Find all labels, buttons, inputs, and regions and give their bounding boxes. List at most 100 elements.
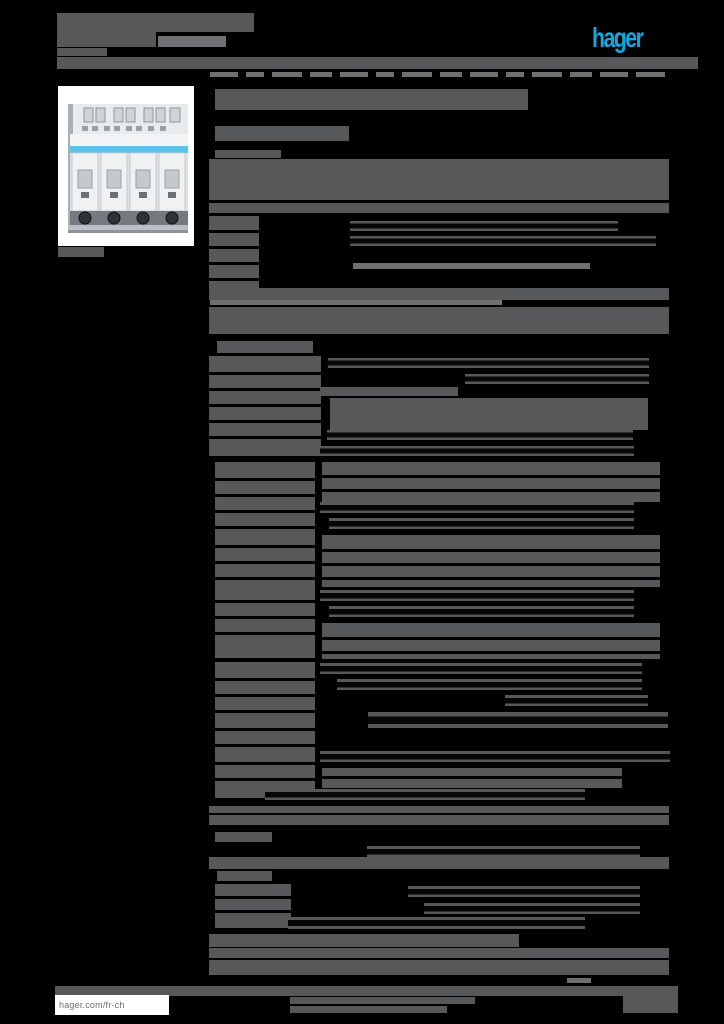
- value-streak: [505, 695, 648, 706]
- column-gap: [215, 577, 315, 580]
- column-gap: [215, 728, 315, 731]
- breadcrumb-segment: [272, 72, 302, 77]
- label-column-slab: [215, 884, 291, 928]
- breadcrumb-segment: [506, 72, 524, 77]
- column-gap: [209, 372, 321, 375]
- column-gap: [215, 510, 315, 513]
- heading-slab: [209, 307, 669, 334]
- column-gap: [209, 420, 321, 423]
- tiny-text-row: [210, 300, 502, 305]
- breadcrumb-segment: [210, 72, 238, 77]
- column-gap: [209, 262, 259, 265]
- value-streak: [265, 789, 585, 800]
- row-gap: [322, 475, 660, 478]
- column-gap: [215, 526, 315, 529]
- value-streak: [320, 751, 670, 762]
- column-gap: [209, 404, 321, 407]
- column-gap: [209, 278, 259, 281]
- text-row-bar: [320, 387, 458, 396]
- header-small-line: [57, 48, 107, 56]
- row-gap: [209, 958, 669, 960]
- column-gap: [209, 246, 259, 249]
- paragraph-slab: [209, 948, 669, 975]
- footer-url-box[interactable]: hager.com/fr-ch: [55, 995, 169, 1015]
- footer-mark: [567, 978, 591, 983]
- footer-text-line: [290, 997, 475, 1004]
- din-rail-device-image: [58, 86, 194, 246]
- value-streak: [408, 886, 640, 897]
- header-band: [57, 57, 698, 69]
- column-gap: [215, 744, 315, 747]
- footer-page-block: [623, 991, 678, 1013]
- product-subtitle-bar: [215, 126, 349, 141]
- column-gap: [215, 910, 291, 913]
- breadcrumb-segment: [440, 72, 462, 77]
- text-row-bar: [209, 203, 669, 213]
- value-streak: [329, 606, 634, 617]
- column-gap: [209, 230, 259, 233]
- row-gap: [322, 651, 660, 654]
- label-column-slab: [215, 462, 315, 658]
- row-gap: [322, 489, 660, 492]
- value-streak: [424, 903, 640, 914]
- column-gap: [215, 545, 315, 548]
- label-column-slab: [209, 216, 259, 298]
- value-streak: [465, 374, 649, 384]
- header-title-line: [57, 32, 156, 47]
- row-gap: [322, 637, 660, 640]
- wide-band: [209, 857, 669, 869]
- column-gap: [215, 710, 315, 713]
- row-gap: [322, 776, 622, 779]
- value-streak: [368, 712, 668, 728]
- breadcrumb-segment: [636, 72, 665, 77]
- section-label-bar: [215, 832, 272, 842]
- value-streak: [320, 590, 634, 601]
- value-streak: [350, 221, 618, 231]
- breadcrumb-segment: [246, 72, 264, 77]
- row-gap: [322, 549, 660, 552]
- product-title-bar: [215, 89, 528, 110]
- column-gap: [215, 762, 315, 765]
- section-label-bar: [215, 150, 281, 158]
- value-slab: [330, 398, 648, 430]
- breadcrumb-segment: [402, 72, 432, 77]
- breadcrumb-segment: [600, 72, 628, 77]
- dotted-line-bar: [353, 263, 590, 269]
- column-gap: [209, 436, 321, 439]
- column-gap: [215, 561, 315, 564]
- footer-text-line: [290, 1006, 447, 1013]
- breadcrumb-segment: [310, 72, 332, 77]
- value-streak: [367, 846, 640, 857]
- paragraph-slab: [209, 159, 669, 200]
- value-streak: [320, 502, 634, 513]
- value-streak: [328, 358, 649, 368]
- column-gap: [215, 478, 315, 481]
- value-streak: [288, 917, 585, 929]
- column-gap: [215, 678, 315, 681]
- wide-band: [209, 806, 669, 825]
- wide-band: [209, 934, 519, 947]
- photo-caption-bar: [58, 247, 104, 257]
- breadcrumb-segment: [340, 72, 368, 77]
- column-gap: [215, 896, 291, 899]
- value-streak: [337, 679, 642, 690]
- column-gap: [215, 694, 315, 697]
- breadcrumb-segment: [470, 72, 498, 77]
- product-photo: [58, 86, 194, 246]
- value-streak: [320, 446, 634, 456]
- breadcrumb-segment: [376, 72, 394, 77]
- row-gap: [322, 577, 660, 580]
- column-gap: [215, 632, 315, 635]
- hager-logo: hager: [592, 22, 644, 53]
- footer-band: [55, 986, 678, 996]
- breadcrumb-segment: [532, 72, 562, 77]
- column-gap: [215, 600, 315, 603]
- header-subtitle-line: [158, 36, 226, 47]
- row-gap: [209, 813, 669, 815]
- column-gap: [209, 388, 321, 391]
- footer-url-text[interactable]: hager.com/fr-ch: [59, 1000, 125, 1010]
- section-label-bar: [217, 871, 272, 881]
- value-streak: [327, 430, 633, 440]
- breadcrumb-segment: [570, 72, 592, 77]
